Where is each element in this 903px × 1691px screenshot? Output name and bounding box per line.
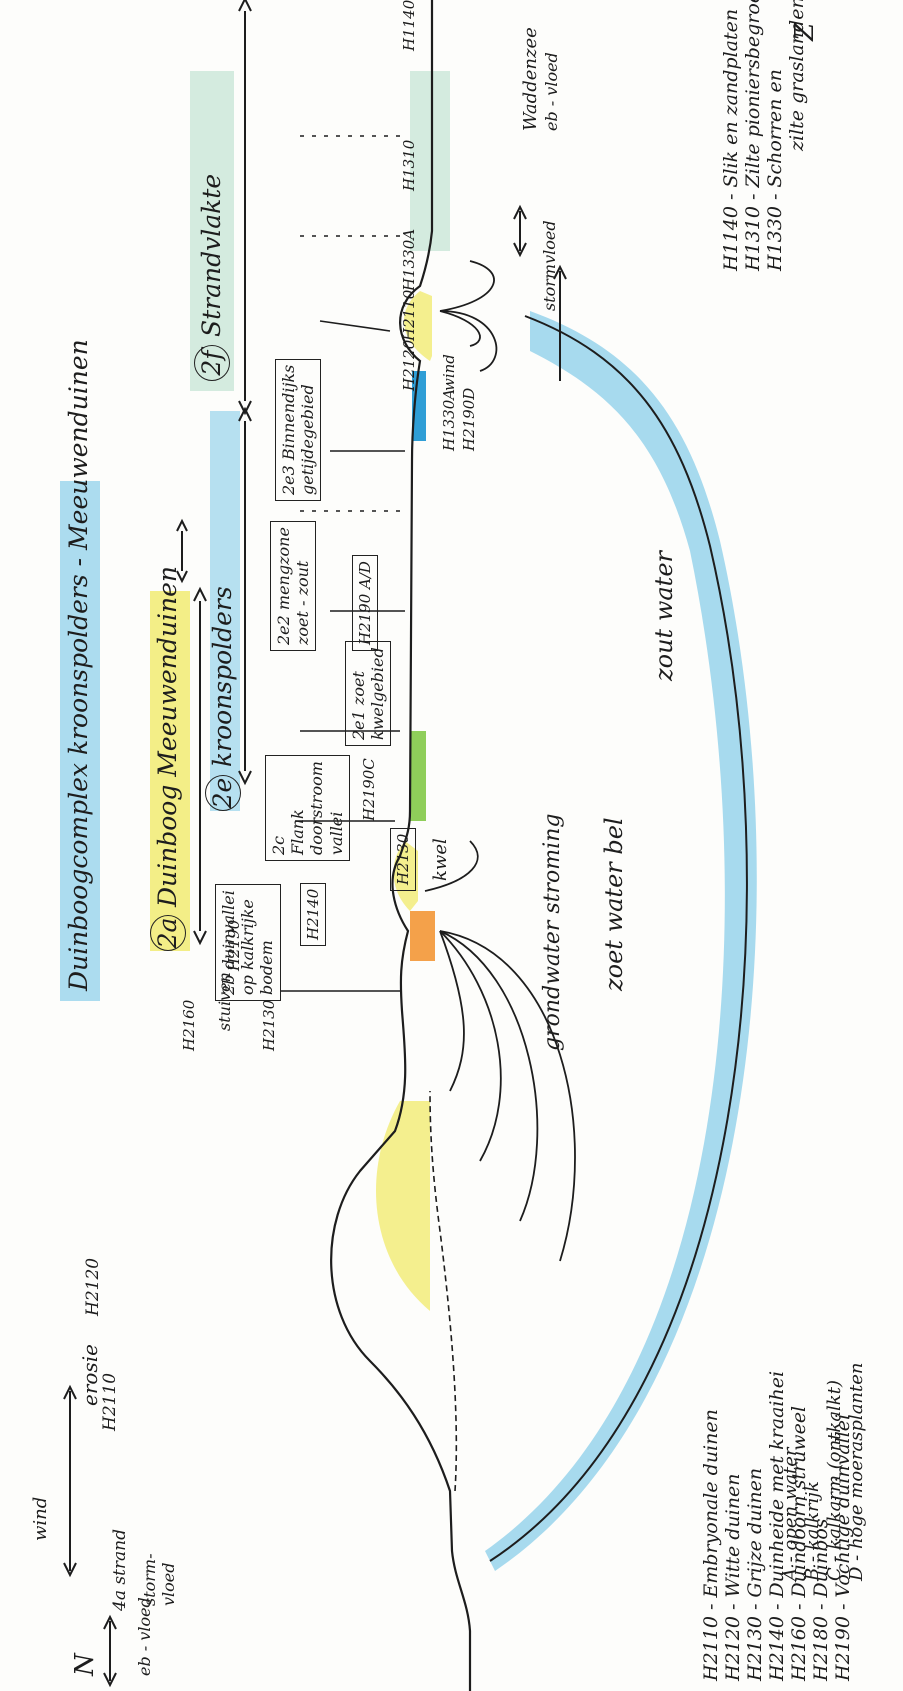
legend-item: zilte graslanden [786, 0, 808, 151]
box-2c: 2c Flank doorstroom vallei [265, 755, 350, 861]
legend-salt-habitats: H1140 - Slik en zandplaten H1310 - Zilte… [720, 0, 808, 271]
h2190c-green [410, 731, 426, 821]
label-stormvloed: stormvloed [540, 220, 559, 311]
label-kwel: kwel [430, 838, 451, 881]
legend-item: H1310 - Zilte pioniersbegroeiingen [742, 0, 764, 271]
zone-2a-label: Duinboog Meeuwenduinen [153, 566, 182, 907]
box-h2130: H2130 [390, 827, 416, 891]
label-h2110-left: H2110 [100, 1372, 120, 1431]
terrain-profile [330, 0, 472, 1691]
label-grondwater: grondwater stroming [540, 813, 565, 1051]
box-2e3: 2e3 Binnendijks getijdegebied [275, 358, 322, 501]
label-h2120-right: H2120 [400, 339, 418, 391]
label-erosie: erosie [78, 1344, 102, 1406]
legend-subitem: B - kalkrijk [802, 1481, 823, 1581]
zone-2e-heading: 2e kroonspolders [205, 586, 241, 811]
label-h2160: H2160 [180, 999, 198, 1051]
label-eb-vloed: eb - vloed [135, 1597, 154, 1676]
zone-2a-number: 2a [150, 915, 186, 951]
zone-2a-heading: 2a Duinboog Meeuwenduinen [150, 566, 186, 951]
label-storm-vloed: storm- vloed [140, 1553, 178, 1607]
legend-item: H2130 - Grijze duinen [744, 1467, 766, 1681]
label-h2190d: H2190D [460, 387, 478, 451]
legend-item: H2110 - Embryonale duinen [700, 1409, 722, 1681]
label-h2190-b: H2190 [225, 919, 243, 971]
dune-yellow-fill [376, 1101, 430, 1311]
label-stuiven: stuiven [215, 972, 234, 1031]
zone-2e-highlight [210, 411, 240, 811]
label-zout-water: zout water [650, 551, 678, 681]
zone-2f-label: Strandvlakte [197, 173, 226, 337]
horizontal-arrows [63, 204, 567, 1688]
title-highlight [60, 481, 100, 1001]
compass-north: N [70, 1653, 100, 1676]
label-leaders [280, 135, 405, 992]
legend-subitem: C - kalkarm (ontkalkt) [824, 1380, 845, 1581]
zone-2f-number: 2f [194, 345, 230, 381]
label-wind-right: wind [440, 354, 458, 391]
label-h2130-b: H2130 [260, 999, 278, 1051]
label-waddenzee: Waddenzee [520, 27, 541, 131]
label-h1310: H1310 [400, 139, 418, 191]
label-h2120-left: H2120 [83, 1257, 103, 1316]
label-h2190c: H2190C [360, 758, 378, 821]
label-eb-vloed-right: eb - vloed [542, 52, 561, 131]
groundwater-flow-arrows [424, 260, 576, 1262]
zone-2f-heading: 2f Strandvlakte [194, 174, 230, 381]
label-h1330a-low: H1330A [440, 388, 458, 451]
label-wind-left: wind [30, 1496, 51, 1541]
label-h2110-right: H2110 [400, 289, 418, 341]
salt-water-lens [485, 311, 757, 1571]
label-strand: 4a strand [110, 1528, 130, 1611]
legend-subitem: A - open water [780, 1447, 801, 1581]
legend-h2190-subtypes: A - open water B - kalkrijk C - kalkarm … [780, 1363, 868, 1582]
label-h1140: H1140 [400, 0, 418, 51]
legend-subitem: D - hoge moerasplanten [846, 1362, 867, 1582]
box-h2190ad: H2190 A/D [352, 555, 378, 651]
zone-2e-label: kroonspolders [208, 586, 237, 767]
legend-item: H1140 - Slik en zandplaten [720, 8, 742, 271]
dune-right-yellow [404, 291, 432, 361]
box-2e1: 2e1 zoet kwelgebied [345, 641, 392, 746]
zone-2a-highlight [150, 591, 190, 951]
diagram-title: Duinboogcomplex kroonspolders - Meeuwend… [64, 339, 93, 991]
zone-extent-arrows [176, 0, 252, 946]
label-h1330a-top: H1330A [400, 228, 418, 291]
box-h2140: H2140 [300, 882, 326, 946]
legend-item: H1330 - Schorren en [764, 69, 786, 271]
box-2e2: 2e2 mengzone zoet - zout [270, 521, 317, 651]
h2160-orange [410, 911, 435, 961]
zone-2f-highlight [190, 71, 234, 391]
label-zoet-water-bel: zoet water bel [600, 817, 628, 991]
legend-item: H2120 - Witte duinen [722, 1473, 744, 1681]
zone-2e-number: 2e [205, 775, 241, 811]
salt-marsh-teal [410, 71, 450, 251]
